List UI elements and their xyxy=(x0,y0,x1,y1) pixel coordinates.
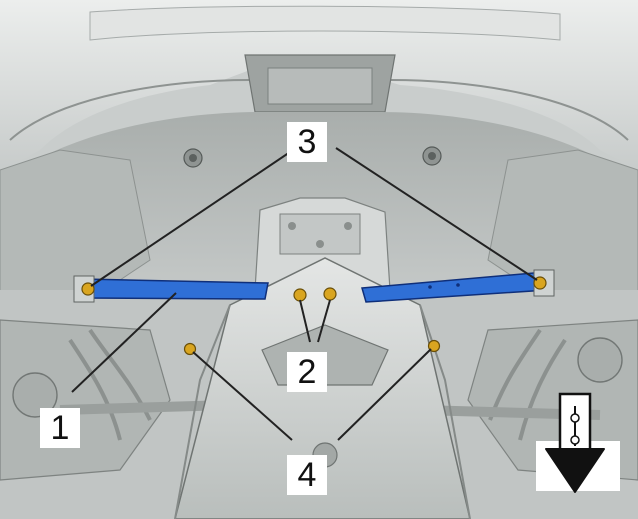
upper-bolt-left xyxy=(183,148,203,168)
cross-member-flange-left xyxy=(174,304,231,519)
leader-lines xyxy=(71,147,538,441)
leader-1 xyxy=(71,292,177,393)
left-axle-joint xyxy=(12,372,58,418)
center-bolt-left xyxy=(293,288,307,302)
center-bolt-right xyxy=(323,287,337,301)
leader-3b xyxy=(335,147,538,281)
callout-4: 4 xyxy=(287,455,327,495)
transmission-bolt-c xyxy=(316,240,324,248)
leader-3a xyxy=(90,147,297,287)
transmission-bolt-b xyxy=(344,222,352,230)
lower-bolt-right xyxy=(427,339,441,353)
cross-member-flange-right xyxy=(419,304,471,519)
lower-bolt-left xyxy=(183,342,197,356)
right-axle-joint xyxy=(577,337,623,383)
upper-bolt-right xyxy=(422,146,442,166)
bumper-upper-edge xyxy=(89,5,561,41)
callout-3: 3 xyxy=(287,122,327,162)
vehicle-forward-arrow-icon xyxy=(536,392,620,493)
leader-2b xyxy=(317,299,331,343)
crossbar-hole-b xyxy=(456,283,460,287)
leader-4b xyxy=(337,348,432,441)
left-side-panel xyxy=(0,149,151,301)
crossbar-left-section xyxy=(81,278,269,300)
bumper-panel xyxy=(0,0,638,172)
callout-2: 2 xyxy=(287,352,327,392)
left-lower-link xyxy=(59,400,231,415)
leader-2a xyxy=(299,299,311,343)
right-side-panel xyxy=(487,149,638,301)
transmission-bolt-a xyxy=(288,222,296,230)
leader-4a xyxy=(192,351,293,441)
callout-1: 1 xyxy=(40,408,80,448)
center-recess-inner xyxy=(267,67,373,105)
crossbar-hole-a xyxy=(428,285,432,289)
